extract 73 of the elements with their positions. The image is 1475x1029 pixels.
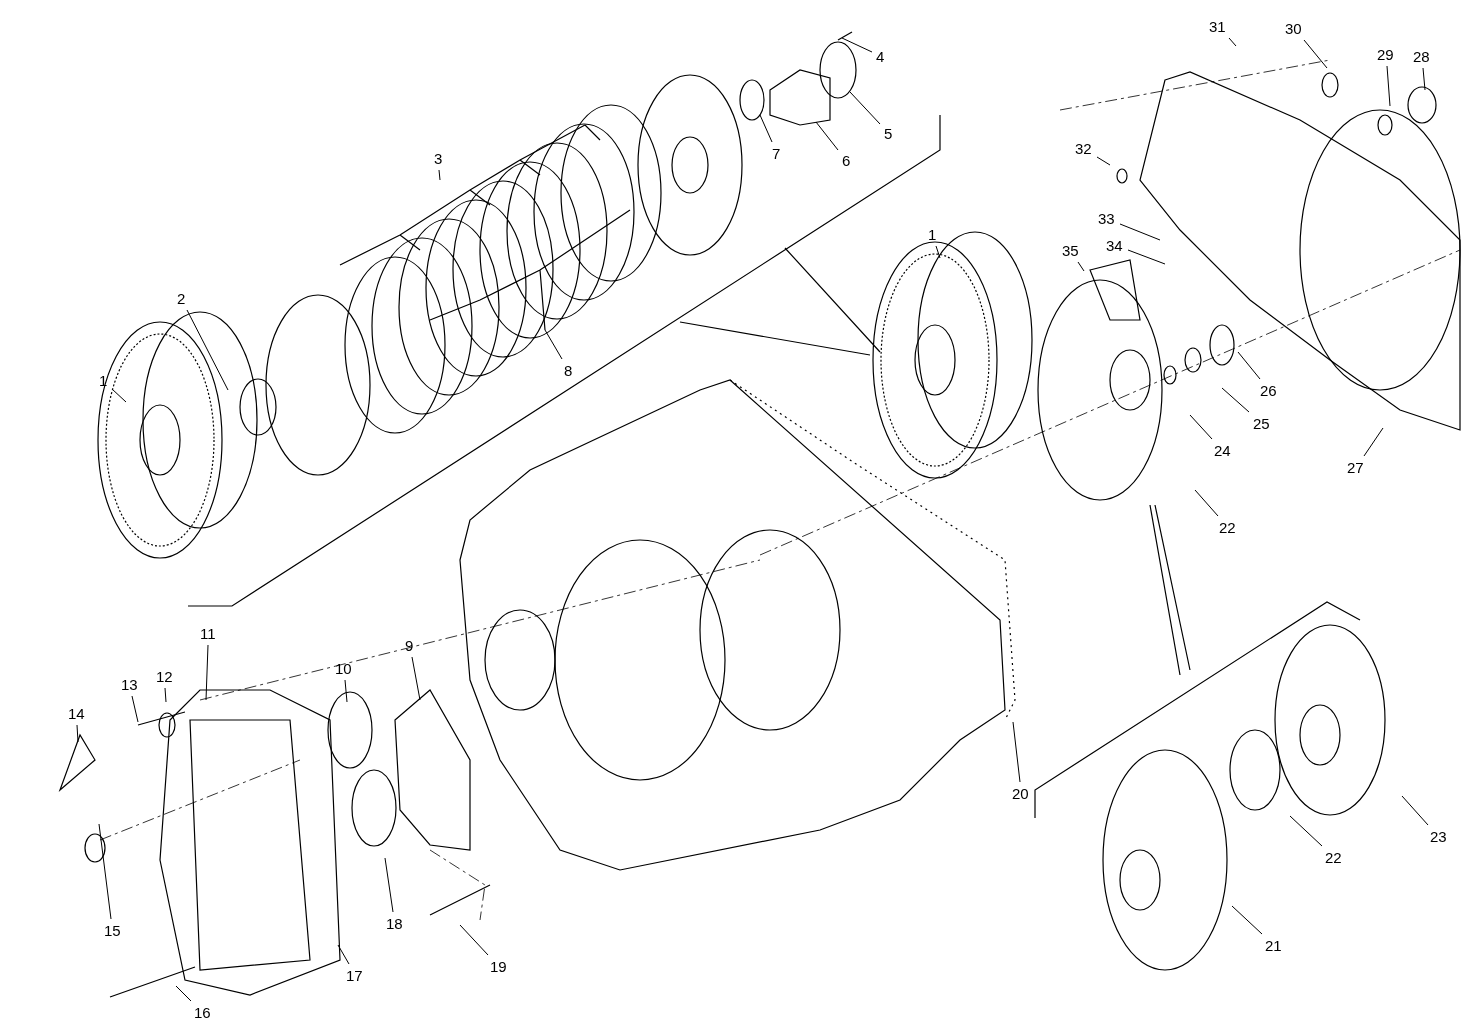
leader-line: [1422, 67, 1426, 91]
callout-number: 31: [1209, 18, 1226, 35]
callout-number: 1: [99, 372, 108, 389]
leader-line: [544, 329, 563, 360]
leader-line: [1077, 261, 1085, 272]
leader-line: [1401, 795, 1429, 826]
leader-line: [815, 121, 839, 151]
callout-number: 7: [772, 145, 781, 162]
callout-number: 10: [335, 660, 352, 677]
leader-line: [1386, 65, 1391, 107]
callout-number: 19: [490, 958, 507, 975]
callout-number: 2: [177, 290, 186, 307]
leader-line: [131, 695, 139, 723]
leader-line: [438, 169, 441, 181]
leader-line: [1221, 387, 1250, 413]
callout-number: 5: [884, 125, 893, 142]
leader-line: [76, 724, 79, 743]
callout-number: 17: [346, 967, 363, 984]
callout-number: 6: [842, 152, 851, 169]
leader-line: [175, 985, 192, 1002]
callout-number: 25: [1253, 415, 1270, 432]
leader-line: [1228, 37, 1237, 47]
leader-line: [1119, 223, 1161, 241]
callout-number: 32: [1075, 140, 1092, 157]
leader-line: [164, 687, 167, 703]
leader-line: [1289, 815, 1323, 847]
callout-number: 1: [928, 226, 937, 243]
callout-number: 33: [1098, 210, 1115, 227]
callout-number: 35: [1062, 242, 1079, 259]
leader-line: [411, 656, 421, 701]
leader-line: [344, 679, 348, 703]
leader-line: [759, 114, 773, 143]
callout-number: 9: [405, 637, 414, 654]
callout-number: 18: [386, 915, 403, 932]
leader-line: [935, 245, 941, 259]
leader-line: [1194, 489, 1219, 517]
callout-number: 4: [876, 48, 885, 65]
leader-line: [1231, 905, 1263, 935]
leader-line: [1237, 351, 1261, 380]
callout-number: 22: [1325, 849, 1342, 866]
callout-number: 20: [1012, 785, 1029, 802]
callout-number: 12: [156, 668, 173, 685]
leader-line: [1363, 427, 1384, 457]
leader-line: [384, 857, 394, 913]
leader-line: [459, 924, 489, 956]
leader-line: [841, 37, 873, 53]
leader-line: [1096, 156, 1111, 166]
callout-number: 22: [1219, 519, 1236, 536]
leader-line: [1303, 39, 1328, 69]
leader-line: [111, 388, 127, 403]
callout-number: 23: [1430, 828, 1447, 845]
callout-number: 26: [1260, 382, 1277, 399]
leader-line: [205, 644, 209, 701]
callout-number: 11: [200, 625, 216, 642]
callout-number: 21: [1265, 937, 1282, 954]
leader-line: [1189, 414, 1213, 440]
callout-number: 15: [104, 922, 121, 939]
callout-number: 28: [1413, 48, 1430, 65]
callout-number: 8: [564, 362, 573, 379]
leader-line: [1012, 721, 1021, 783]
callout-number: 27: [1347, 459, 1364, 476]
leader-line: [1127, 249, 1166, 265]
callout-number: 16: [194, 1004, 211, 1021]
leader-line: [849, 91, 881, 125]
callout-number: 24: [1214, 442, 1231, 459]
callout-number: 29: [1377, 46, 1394, 63]
callout-number: 13: [121, 676, 138, 693]
callout-number: 14: [68, 705, 85, 722]
leader-line: [337, 944, 350, 965]
callout-number: 30: [1285, 20, 1302, 37]
callout-number: 3: [434, 150, 443, 167]
leader-line: [98, 823, 112, 920]
callout-number: 34: [1106, 237, 1123, 254]
